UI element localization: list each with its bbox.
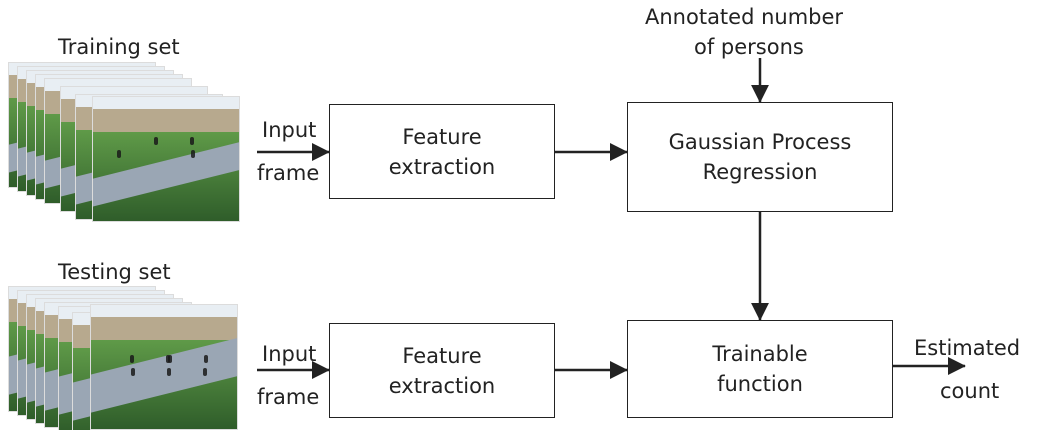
input-label-test-line1: Input [262, 342, 317, 366]
feature-extraction-label-train: Feature extraction [388, 124, 496, 179]
frame-pedestrian [168, 355, 172, 363]
frame-pedestrian [167, 368, 171, 376]
frame-pedestrian [190, 137, 194, 145]
training-frame-front [92, 96, 240, 222]
testing-frame-front [90, 304, 238, 430]
annotation-label-line2: of persons [694, 35, 804, 59]
frame-pedestrian [117, 150, 121, 158]
trainable-function-label: Trainable function [712, 342, 808, 396]
frame-pedestrian [203, 368, 207, 376]
feature-extraction-label-test: Feature extraction [388, 343, 496, 398]
output-label-line2: count [940, 379, 1000, 403]
frame-pedestrian [154, 137, 158, 145]
annotation-label-line1: Annotated number [645, 5, 844, 29]
input-label-train-line2: frame [257, 161, 320, 185]
input-label-test-line2: frame [257, 385, 320, 409]
training-set-label: Training set [58, 35, 180, 59]
trainable-function-box: Trainable function [627, 320, 893, 418]
gpr-label: Gaussian Process Regression [668, 130, 852, 184]
testing-set-label: Testing set [58, 260, 171, 284]
output-label-line1: Estimated [914, 336, 1021, 360]
frame-building [93, 109, 239, 132]
frame-pedestrian [191, 150, 195, 158]
frame-pedestrian [204, 355, 208, 363]
frame-building [91, 317, 237, 340]
input-label-train-line1: Input [262, 118, 317, 142]
frame-pedestrian [130, 355, 134, 363]
feature-extraction-box-test: Feature extraction [329, 323, 555, 418]
frame-pedestrian [131, 368, 135, 376]
gaussian-process-regression-box: Gaussian Process Regression [627, 102, 893, 212]
feature-extraction-box-train: Feature extraction [329, 104, 555, 199]
